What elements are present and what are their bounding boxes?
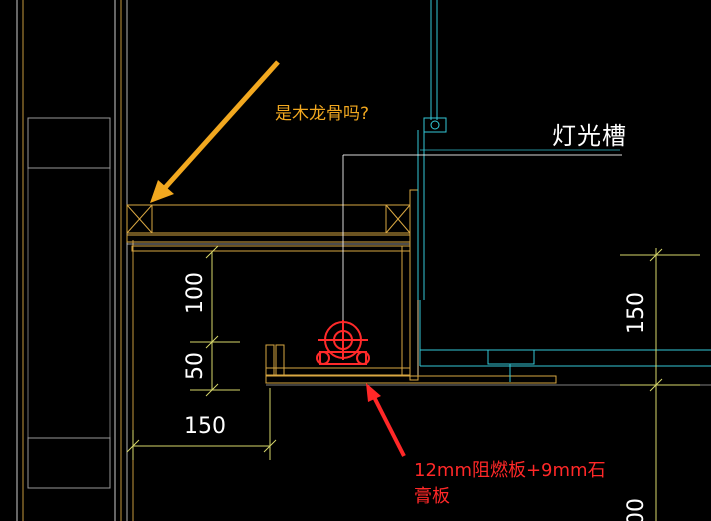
board-layers <box>126 189 711 386</box>
question-annotation: 是木龙骨吗? <box>275 104 370 124</box>
board-note-line-2: 膏板 <box>414 486 450 507</box>
dimension-100-text: 100 <box>183 272 208 314</box>
left-wall <box>16 0 134 521</box>
light-trough-leader <box>342 154 622 320</box>
dimension-50-text: 50 <box>183 352 208 380</box>
dimension-150-vertical-text: 150 <box>624 292 649 334</box>
note-arrow <box>366 383 406 457</box>
dimension-100-bottom-text: 100 <box>624 498 649 521</box>
steel-hanger <box>417 0 711 382</box>
light-fixture <box>316 320 370 365</box>
board-note-line-1: 12mm阻燃板+9mm石 <box>414 460 606 481</box>
dimension-150-horizontal-text: 150 <box>184 414 226 439</box>
dimension-lines <box>126 245 700 521</box>
question-arrow <box>150 60 280 203</box>
light-trough-label: 灯光槽 <box>552 122 627 150</box>
wood-joist <box>126 204 411 234</box>
